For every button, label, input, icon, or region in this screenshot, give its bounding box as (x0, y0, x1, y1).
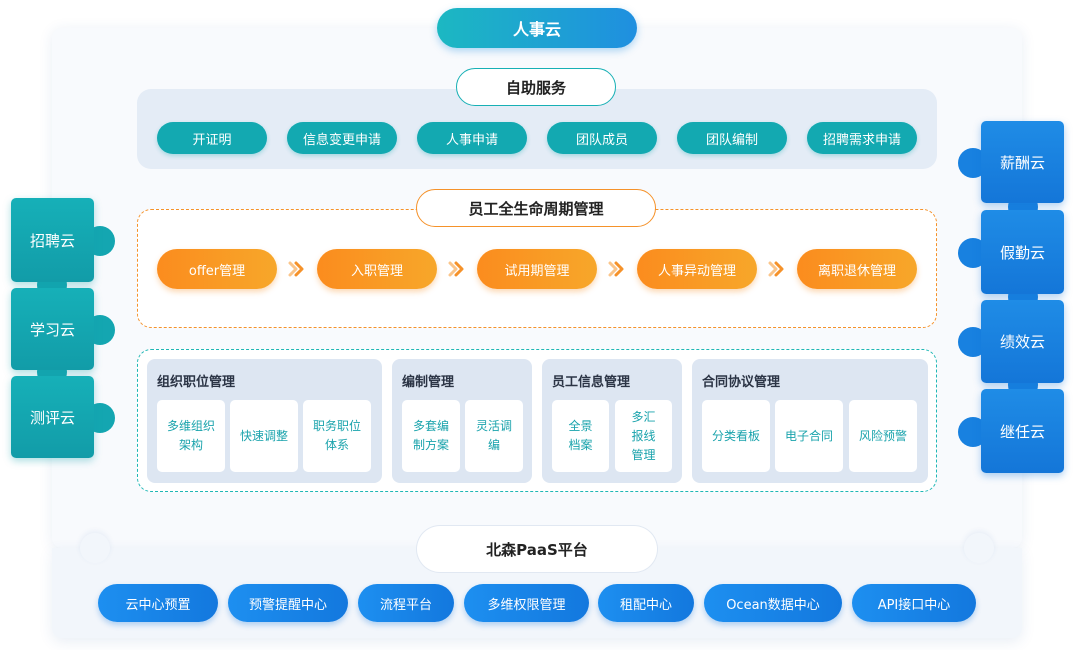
platform-item[interactable]: 流程平台 (358, 584, 454, 622)
module-item[interactable]: 分类看板 (702, 400, 770, 472)
module-title: 合同协议管理 (702, 375, 781, 390)
module-item[interactable]: 快速调整 (230, 400, 298, 472)
lifecycle-step[interactable]: 试用期管理 (477, 249, 597, 289)
module-item[interactable]: 风险预警 (849, 400, 917, 472)
self-service-item[interactable]: 招聘需求申请 (807, 122, 917, 154)
hr-cloud-title: 人事云 (437, 8, 637, 48)
module-item[interactable]: 多汇报线管理 (615, 400, 672, 472)
lifecycle-step[interactable]: 入职管理 (317, 249, 437, 289)
self-service-item[interactable]: 开证明 (157, 122, 267, 154)
platform-item[interactable]: 多维权限管理 (464, 584, 589, 622)
module-title: 编制管理 (402, 375, 455, 390)
module-item[interactable]: 多套编制方案 (402, 400, 460, 472)
platform-notch-left (80, 533, 110, 563)
platform-item[interactable]: API接口中心 (852, 584, 976, 622)
double-chevron-right-icon (288, 261, 304, 277)
self-service-item[interactable]: 信息变更申请 (287, 122, 397, 154)
module-item[interactable]: 电子合同 (775, 400, 843, 472)
side-cloud-payroll[interactable]: 薪酬云 (981, 121, 1064, 203)
module-item[interactable]: 多维组织架构 (157, 400, 225, 472)
lifecycle-step[interactable]: 离职退休管理 (797, 249, 917, 289)
self-service-item[interactable]: 团队成员 (547, 122, 657, 154)
platform-item[interactable]: 租配中心 (598, 584, 694, 622)
self-service-item[interactable]: 人事申请 (417, 122, 527, 154)
double-chevron-right-icon (448, 261, 464, 277)
module-item[interactable]: 全景档案 (552, 400, 609, 472)
lifecycle-step[interactable]: offer管理 (157, 249, 277, 289)
side-cloud-succession[interactable]: 继任云 (981, 389, 1064, 473)
double-chevron-right-icon (768, 261, 784, 277)
side-cloud-learning[interactable]: 学习云 (11, 288, 94, 370)
module-item[interactable]: 灵活调编 (465, 400, 523, 472)
module-title: 员工信息管理 (552, 375, 631, 390)
platform-item[interactable]: Ocean数据中心 (704, 584, 842, 622)
platform-notch-right (964, 533, 994, 563)
platform-title: 北森PaaS平台 (417, 526, 657, 572)
module-item[interactable]: 职务职位体系 (303, 400, 371, 472)
side-cloud-recruiting[interactable]: 招聘云 (11, 198, 94, 282)
side-cloud-attendance[interactable]: 假勤云 (981, 210, 1064, 294)
double-chevron-right-icon (608, 261, 624, 277)
self-service-item[interactable]: 团队编制 (677, 122, 787, 154)
module-title: 组织职位管理 (157, 375, 236, 390)
platform-item[interactable]: 云中心预置 (98, 584, 218, 622)
side-cloud-performance[interactable]: 绩效云 (981, 300, 1064, 383)
side-cloud-assessment[interactable]: 测评云 (11, 376, 94, 458)
lifecycle-step[interactable]: 人事异动管理 (637, 249, 757, 289)
lifecycle-title: 员工全生命周期管理 (416, 189, 656, 227)
platform-item[interactable]: 预警提醒中心 (228, 584, 348, 622)
self-service-title: 自助服务 (456, 68, 616, 106)
